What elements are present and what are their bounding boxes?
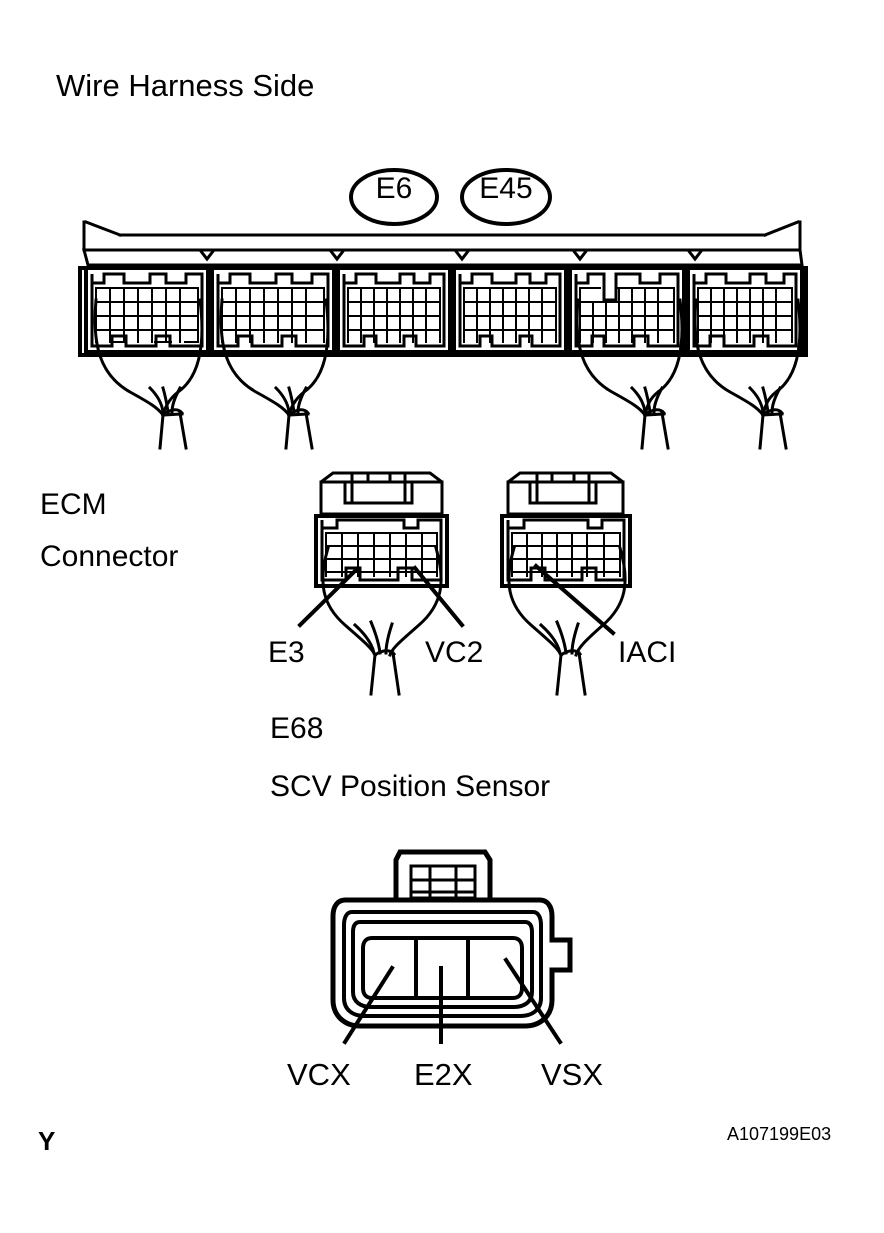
- connector-badge-label-e6: E6: [375, 172, 413, 205]
- page-title: Wire Harness Side: [56, 68, 315, 103]
- badge-ellipse-e45: [460, 168, 552, 226]
- harness-shell-top: [82, 248, 804, 267]
- part-number: A107199E03: [727, 1124, 832, 1144]
- harness-connector-4: [452, 266, 568, 354]
- connector-badge-label-e45: E45: [479, 172, 533, 205]
- terminal-label-vc2: VC2: [425, 636, 484, 669]
- sensor-name: SCV Position Sensor: [270, 770, 551, 803]
- ecm-connector-a: [297, 471, 465, 696]
- revision-code: Y: [38, 1126, 56, 1156]
- ecm-connector-label-line1: ECM: [40, 488, 107, 521]
- terminal-label-iaci: IACI: [618, 636, 677, 669]
- harness-connector-2: [210, 266, 336, 354]
- sensor-pin-signal-e2x: E2X: [414, 1057, 473, 1092]
- harness-connector-5: [568, 266, 686, 354]
- ecm-connector-label-line2: Connector: [40, 540, 179, 573]
- harness-connector-3: [336, 266, 452, 354]
- terminal-label-e3: E3: [268, 636, 305, 669]
- sensor-pin-signal-vcx: VCX: [287, 1057, 351, 1092]
- harness-wire-bundles: [93, 298, 802, 450]
- scv-sensor-connector: [330, 849, 573, 1045]
- sensor-connector-id: E68: [270, 712, 324, 745]
- harness-connector-6: [686, 266, 804, 354]
- harness-top-bracket: [82, 220, 802, 252]
- harness-connector-1: [84, 266, 210, 354]
- badge-ellipse-e6: [349, 168, 439, 226]
- sensor-pin-signal-vsx: VSX: [541, 1057, 604, 1092]
- ecm-connector-b: [500, 471, 632, 696]
